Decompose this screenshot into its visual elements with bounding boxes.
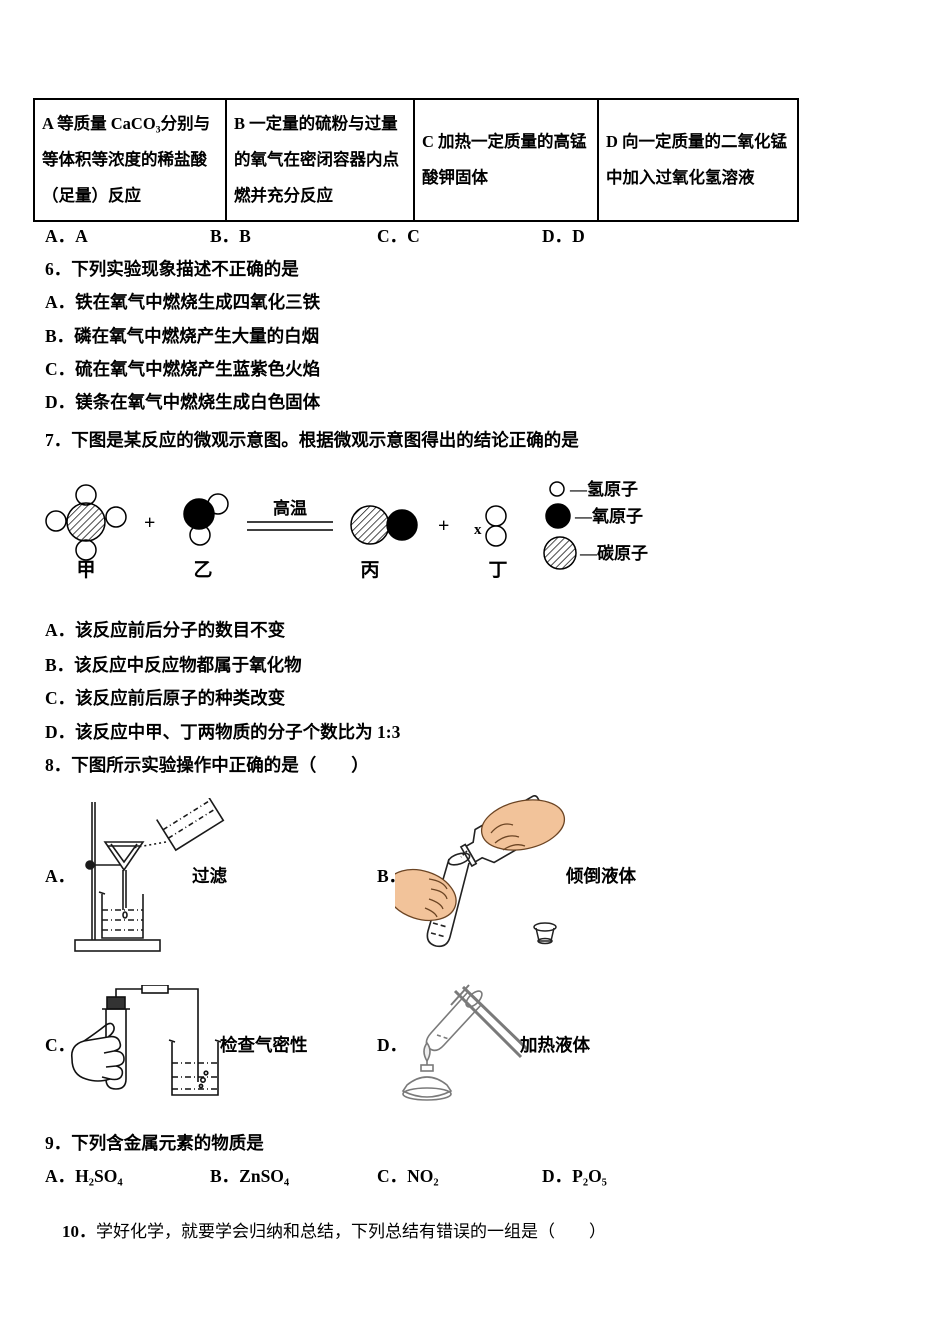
carbon-atom-icon <box>543 536 577 570</box>
filtering-apparatus-figure <box>74 798 225 952</box>
q6-option-a: A．铁在氧气中燃烧生成四氧化三铁 <box>45 292 321 312</box>
q8-caption-airtight: 检查气密性 <box>220 1035 308 1055</box>
pour-stream <box>460 850 468 858</box>
atom-legend: —氢原子 —氧原子 —碳原子 <box>543 479 648 570</box>
q5-option-b: B．B <box>210 226 251 246</box>
plus-sign: + <box>438 515 449 537</box>
hydrogen-atom-icon <box>549 481 565 497</box>
beaker <box>168 1039 222 1096</box>
bubble <box>200 1077 207 1084</box>
q6-option-b: B．磷在氧气中燃烧产生大量的白烟 <box>45 326 320 346</box>
airtightness-check-figure <box>70 985 222 1096</box>
pour-stream <box>131 841 167 849</box>
test-tube-clamp <box>450 984 529 1059</box>
q7-option-c: C．该反应前后原子的种类改变 <box>45 688 286 708</box>
lower-hand <box>395 868 457 922</box>
receiving-beaker <box>98 891 144 939</box>
legend-hydrogen-label: —氢原子 <box>569 479 638 499</box>
q8-stem: 8．下图所示实验操作中正确的是（ ） <box>45 755 369 775</box>
q7-option-a: A．该反应前后分子的数目不变 <box>45 620 286 640</box>
molecule-yi-h2o <box>183 493 229 546</box>
q8-letter-c: C． <box>45 1035 76 1055</box>
label-ding: 丁 <box>488 560 507 581</box>
q5-option-a: A．A <box>45 226 88 246</box>
q7-option-d: D．该反应中甲、丁两物质的分子个数比为 1:3 <box>45 722 401 742</box>
q8-caption-pour: 倾倒液体 <box>566 866 636 886</box>
table-cell-c: C 加热一定质量的高锰酸钾固体 <box>413 98 599 222</box>
alcohol-lamp <box>401 1041 453 1101</box>
q8-caption-heat: 加热液体 <box>520 1035 590 1055</box>
q7-stem: 7．下图是某反应的微观示意图。根据微观示意图得出的结论正确的是 <box>45 430 579 450</box>
q9-option-d: D．P₂O₅ <box>542 1166 607 1186</box>
test-tube <box>102 1008 130 1090</box>
q8-letter-b: B． <box>377 866 407 886</box>
funnel <box>103 841 145 910</box>
upper-hand <box>480 799 566 851</box>
q9-option-a: A．H₂SO₄ <box>45 1166 123 1186</box>
rubber-stopper <box>106 996 126 1010</box>
molecule-jia-ch4 <box>45 484 127 561</box>
oxygen-atom-icon <box>545 503 571 529</box>
q5-option-c: C．C <box>377 226 420 246</box>
q6-option-c: C．硫在氧气中燃烧产生蓝紫色火焰 <box>45 359 321 379</box>
q9-option-c: C．NO₂ <box>377 1166 439 1186</box>
delivery-tube <box>115 985 199 1082</box>
q8-caption-filter: 过滤 <box>192 866 227 886</box>
table-row: A 等质量 CaCO₃分别与等体积等浓度的稀盐酸（足量）反应 B 一定量的硫粉与… <box>33 98 799 222</box>
flame <box>423 1041 431 1063</box>
hand <box>70 1022 125 1082</box>
pouring-liquid-figure <box>395 795 566 948</box>
q10-number: 10． <box>62 1222 96 1241</box>
condition-label: 高温 <box>273 498 307 518</box>
table-cell-d: D 向一定质量的二氧化锰中加入过氧化氢溶液 <box>597 98 799 222</box>
q10-line: 10．学好化学，就要学会归纳和总结，下列总结有错误的一组是（ ） <box>45 1196 606 1268</box>
legend-oxygen-label: —氧原子 <box>574 506 643 526</box>
table-cell-b: B 一定量的硫粉与过量的氧气在密闭容器内点燃并充分反应 <box>225 98 415 222</box>
q7-option-b: B．该反应中反应物都属于氧化物 <box>45 655 302 675</box>
test-tube <box>426 850 471 948</box>
ring-stand <box>74 802 161 952</box>
label-yi: 乙 <box>193 560 212 581</box>
heating-liquid-figure <box>401 984 529 1101</box>
plus-sign: + <box>144 512 155 534</box>
bottle-stopper <box>533 922 557 945</box>
q10-stem: 学好化学，就要学会归纳和总结，下列总结有错误的一组是（ ） <box>96 1222 606 1241</box>
table-cell-a: A 等质量 CaCO₃分别与等体积等浓度的稀盐酸（足量）反应 <box>33 98 227 222</box>
legend-carbon-label: —碳原子 <box>579 543 648 563</box>
pouring-beaker <box>156 798 225 852</box>
q9-stem: 9．下列含金属元素的物质是 <box>45 1133 264 1153</box>
q9-option-b: B．ZnSO₄ <box>210 1166 290 1186</box>
q6-option-d: D．镁条在氧气中燃烧生成白色固体 <box>45 392 321 412</box>
bubble <box>203 1070 209 1076</box>
molecule-bing-co <box>350 505 418 545</box>
q6-stem: 6．下列实验现象描述不正确的是 <box>45 259 299 279</box>
q5-option-d: D．D <box>542 226 585 246</box>
molecule-ding-h2: x <box>474 505 507 547</box>
label-jia: 甲 <box>76 560 95 581</box>
label-bing: 丙 <box>360 560 379 581</box>
comparison-table: A 等质量 CaCO₃分别与等体积等浓度的稀盐酸（足量）反应 B 一定量的硫粉与… <box>33 98 799 222</box>
q8-letter-a: A． <box>45 866 76 886</box>
bubble <box>198 1083 204 1089</box>
coefficient-x: x <box>474 522 482 538</box>
reaction-micro-diagram: + 高温 + x 甲 乙 <box>45 479 648 581</box>
q8-letter-d: D． <box>377 1035 408 1055</box>
